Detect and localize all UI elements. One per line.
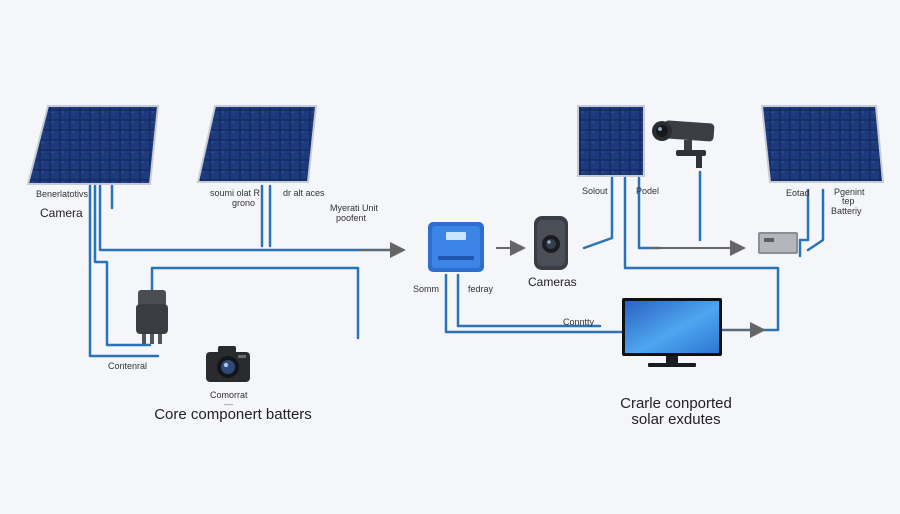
- solar-panel-icon: [760, 105, 885, 183]
- cameras-label: Cameras: [528, 275, 577, 289]
- cctv-camera-icon: [652, 120, 715, 168]
- crarle-caption: Crarle conported: [620, 395, 732, 412]
- dslr-camera-icon: [206, 346, 250, 382]
- core-component-caption: Core componert batters: [154, 406, 312, 423]
- panel2-label-a: soumi olat R: [210, 188, 261, 198]
- comorrat-label: Comorrat: [210, 390, 248, 400]
- solar-panel-icon: [577, 105, 645, 177]
- connector-icon: [136, 290, 168, 344]
- flow-arrows: [360, 240, 766, 338]
- eotad-label: Eotad: [786, 188, 810, 198]
- controller-right-label: fedray: [468, 284, 494, 294]
- solout-label: Solout: [582, 186, 608, 196]
- comorrat-sub-label: —: [224, 399, 233, 409]
- panel2-label-c: dr alt aces: [283, 188, 325, 198]
- right-label-c: Batteriy: [831, 206, 862, 216]
- monitor-icon: [622, 298, 722, 367]
- panel1-main-label: Camera: [40, 206, 83, 220]
- dome-camera-icon: [534, 216, 568, 270]
- right-label-a: Pgenint: [834, 187, 865, 197]
- conntry-label: Conntty: [563, 317, 595, 327]
- solar-panel-icon: [26, 105, 160, 185]
- mid-label-b: poofent: [336, 213, 367, 223]
- right-label-b: tep: [842, 196, 855, 206]
- panel2-label-b: grono: [232, 198, 256, 208]
- controller-left-label: Somm: [413, 284, 440, 294]
- solar-exdutes-caption: solar exdutes: [631, 411, 721, 428]
- panel1-small-label: Benerlatotivs: [36, 189, 89, 199]
- contenral-label: Contenral: [108, 361, 148, 371]
- battery-icon: [758, 232, 798, 254]
- podel-label: Podel: [636, 186, 660, 196]
- solar-panel-icon: [196, 105, 318, 183]
- charge-controller-icon: [428, 222, 484, 272]
- mid-label-a: Myerati Unit: [330, 203, 379, 213]
